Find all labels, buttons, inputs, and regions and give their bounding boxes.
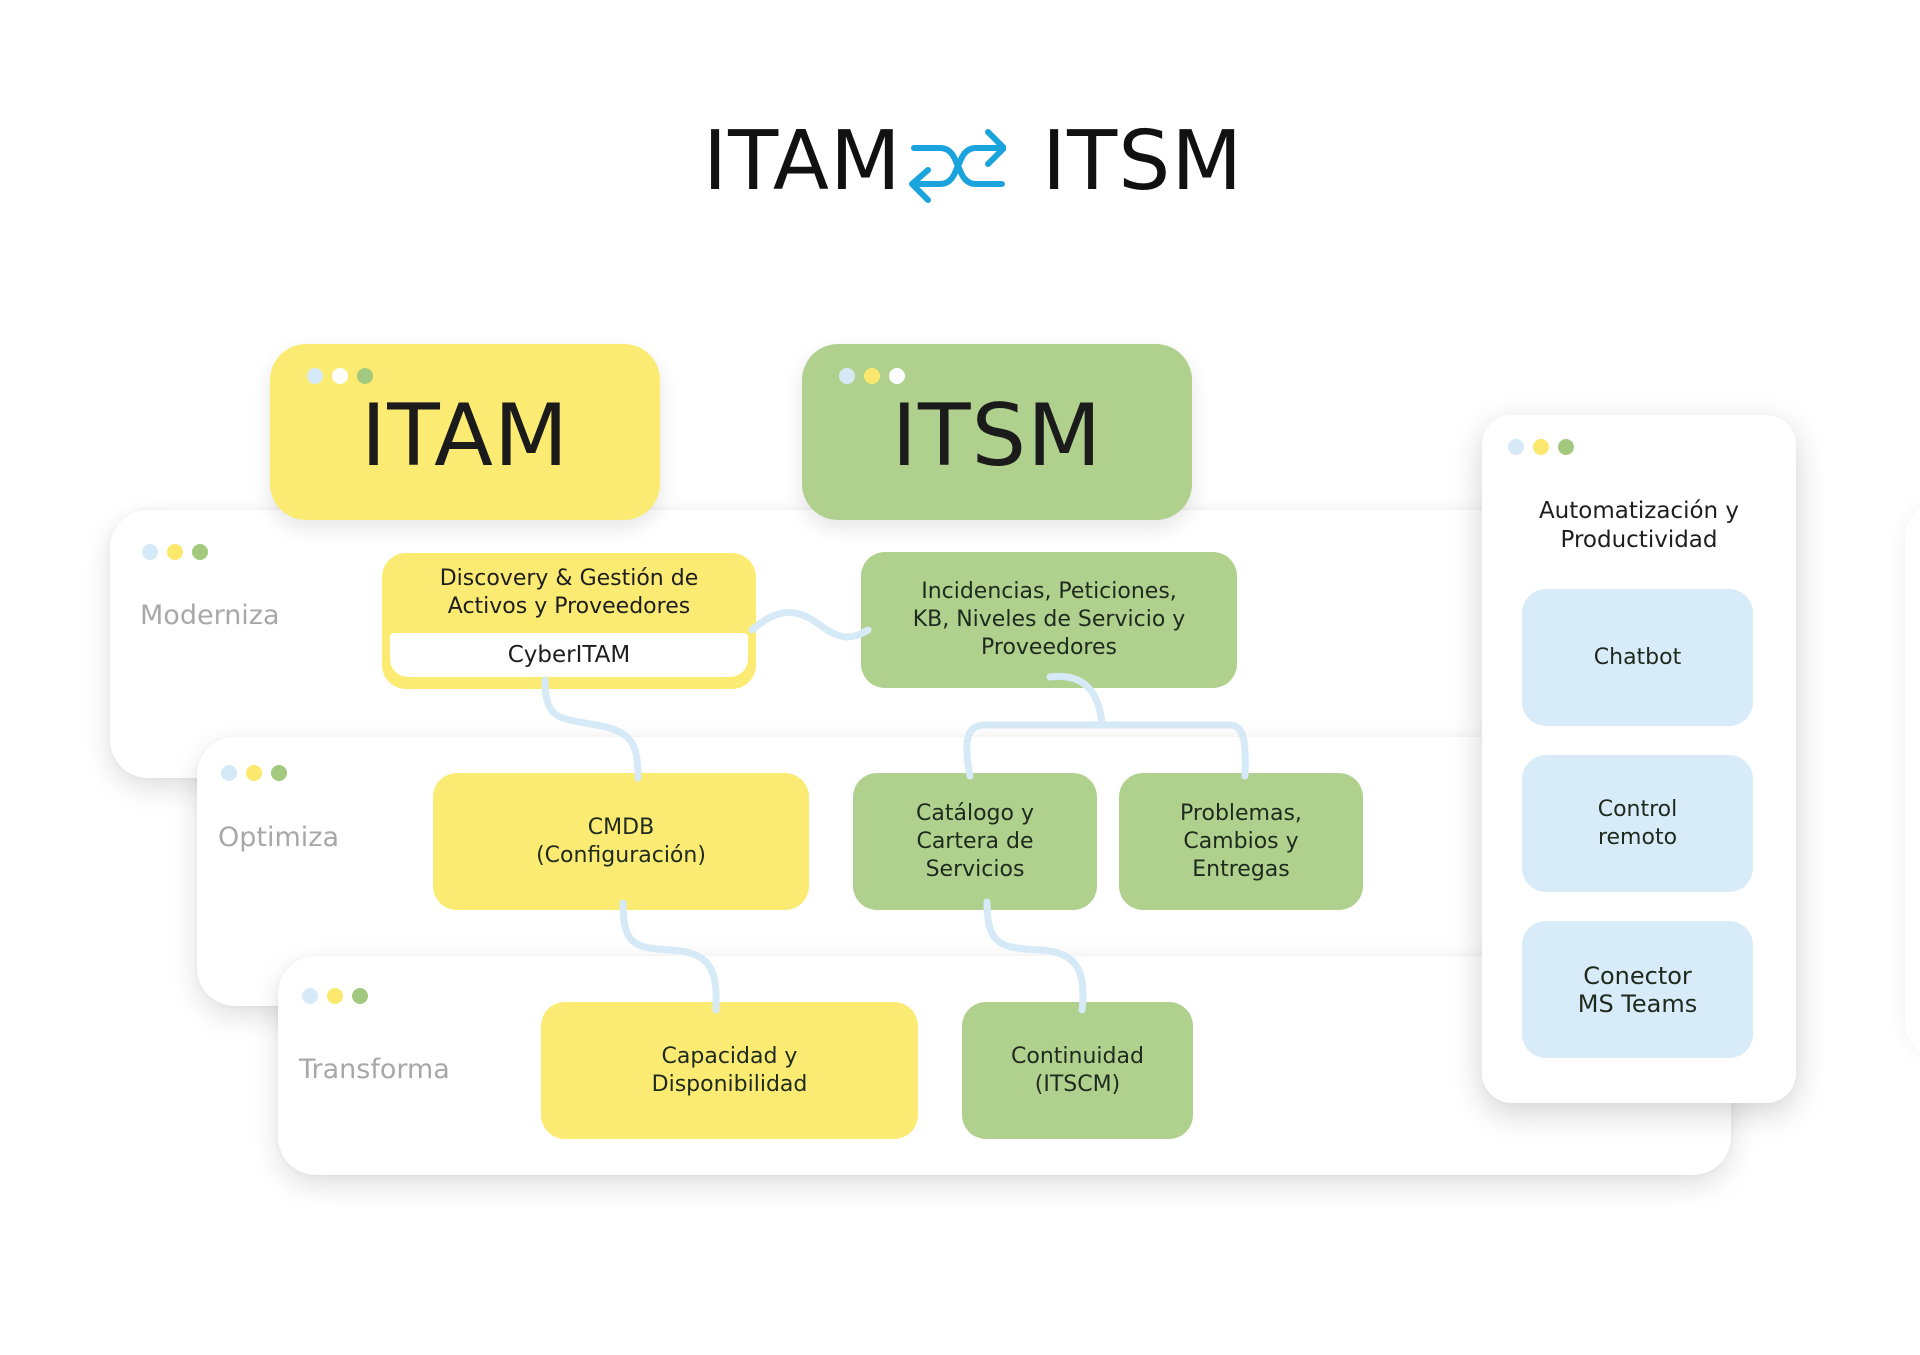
catalogo-box: Catálogo y Cartera de Servicios — [853, 773, 1097, 910]
dot-yellow — [1533, 439, 1549, 455]
itsm-column-title: ITSM — [891, 386, 1103, 486]
capacidad-box: Capacidad y Disponibilidad — [541, 1002, 918, 1139]
dot-green — [192, 544, 208, 560]
window-dots — [839, 368, 905, 384]
control-remoto-box: Control remoto — [1522, 755, 1753, 892]
swap-arrows-icon — [909, 129, 1006, 203]
automation-panel: Automatización y Productividad Chatbot C… — [1482, 415, 1796, 1103]
window-dots — [307, 368, 373, 384]
dot-green — [352, 988, 368, 1004]
row-label: Transforma — [299, 1054, 450, 1085]
chatbot-box: Chatbot — [1522, 589, 1753, 726]
heading-itam: ITAM — [703, 114, 902, 209]
dot-yellow — [246, 765, 262, 781]
itam-header-card: ITAM — [270, 344, 660, 520]
itam-column-title: ITAM — [360, 386, 570, 486]
itsm-header-card: ITSM — [802, 344, 1192, 520]
discovery-box: Discovery & Gestión de Activos y Proveed… — [382, 553, 756, 689]
dot-blue — [307, 368, 323, 384]
dot-blue — [221, 765, 237, 781]
problemas-box: Problemas, Cambios y Entregas — [1119, 773, 1363, 910]
dot-blue — [302, 988, 318, 1004]
cmdb-box: CMDB (Configuración) — [433, 773, 809, 910]
dot-green — [357, 368, 373, 384]
cyberitam-label: CyberITAM — [390, 633, 748, 677]
dot-blue — [1508, 439, 1524, 455]
heading-itsm: ITSM — [1042, 114, 1244, 209]
dot-white — [332, 368, 348, 384]
diagram-heading: ITAM ITSM — [0, 112, 1920, 212]
dot-white — [889, 368, 905, 384]
window-dots — [142, 544, 208, 560]
conector-ms-teams-box: Conector MS Teams — [1522, 921, 1753, 1058]
dot-blue — [839, 368, 855, 384]
dot-yellow — [327, 988, 343, 1004]
row-panel-moderniza: Moderniza — [110, 510, 1610, 778]
dot-blue — [142, 544, 158, 560]
dot-green — [271, 765, 287, 781]
row-label: Moderniza — [140, 600, 280, 631]
dot-yellow — [167, 544, 183, 560]
window-dots — [1508, 439, 1574, 455]
continuidad-box: Continuidad (ITSCM) — [962, 1002, 1193, 1139]
dot-green — [1558, 439, 1574, 455]
incidencias-box: Incidencias, Peticiones, KB, Niveles de … — [861, 552, 1237, 688]
discovery-title: Discovery & Gestión de Activos y Proveed… — [439, 566, 699, 619]
automation-title: Automatización y Productividad — [1538, 498, 1740, 553]
row-label: Optimiza — [218, 822, 339, 853]
dot-yellow — [864, 368, 880, 384]
window-dots — [221, 765, 287, 781]
window-dots — [302, 988, 368, 1004]
offscreen-panel-edge — [1905, 500, 1920, 1060]
